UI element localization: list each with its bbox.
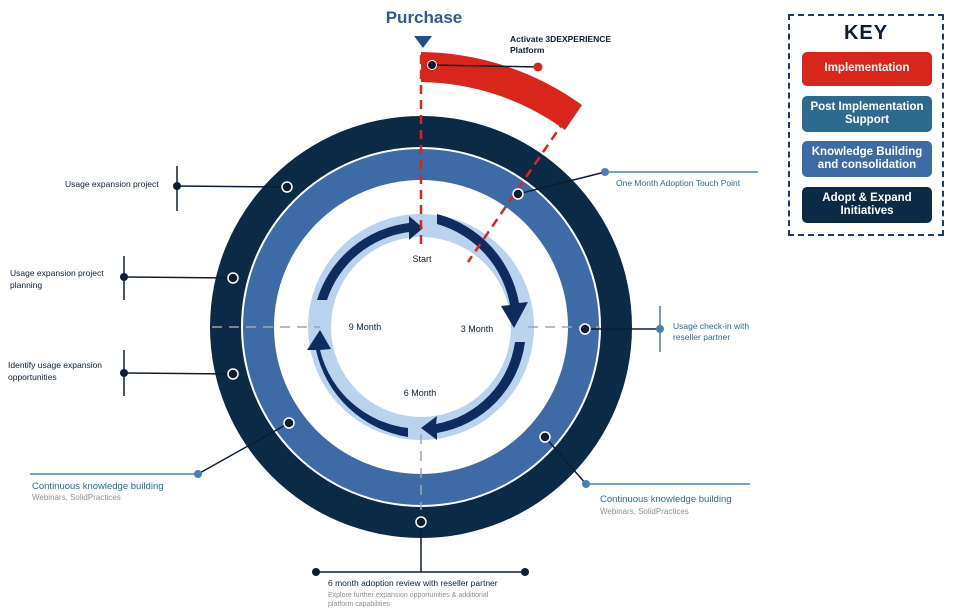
arrow-3month-to-6month — [421, 342, 525, 440]
one-month-label: One Month Adoption Touch Point — [616, 178, 741, 188]
usage-expansion-project-label: Usage expansion project — [65, 179, 159, 189]
ckb-right-title: Continuous knowledge building — [600, 494, 732, 505]
identify-label: Identify usage expansion opportunities — [8, 360, 104, 382]
callout-ckb-right: Continuous knowledge building Webinars, … — [539, 431, 750, 516]
key-post-implementation: Post Implementation Support — [802, 96, 932, 132]
arrow-6month-to-9month — [307, 330, 408, 437]
key-title: KEY — [843, 22, 889, 44]
arrow-start-to-3month — [437, 214, 528, 328]
arrow-9month-to-start — [317, 216, 423, 300]
callout-identify: Identify usage expansion opportunities — [8, 350, 239, 396]
month-6-label: 6 Month — [404, 388, 437, 398]
ckb-left-sub: Webinars, SolidPractices — [32, 493, 121, 502]
review-title: 6 month adoption review with reseller pa… — [328, 578, 498, 588]
ckb-right-sub: Webinars, SolidPractices — [600, 507, 689, 516]
activate-end-dot — [533, 62, 543, 72]
callout-usage-expansion-project: Usage expansion project — [65, 166, 293, 211]
start-label: Start — [412, 254, 432, 264]
month-9-label: 9 Month — [349, 322, 382, 332]
callout-review: 6 month adoption review with reseller pa… — [312, 516, 529, 608]
review-sub: Explore further expansion opportunities … — [328, 592, 490, 608]
activate-dot — [427, 60, 437, 70]
checkin-label: Usage check-in with reseller partner — [673, 321, 751, 342]
inner-ring-center — [331, 237, 511, 417]
usage-planning-label: Usage expansion project planning — [10, 268, 106, 290]
key-knowledge-building: Knowledge Building and consolidation — [802, 141, 932, 177]
callout-usage-planning: Usage expansion project planning — [10, 256, 239, 300]
implementation-arc — [421, 52, 582, 130]
key-legend: KEY Implementation Post Implementation S… — [788, 14, 944, 236]
ckb-left-title: Continuous knowledge building — [32, 481, 164, 492]
key-adopt-expand: Adopt & Expand Initiatives — [802, 187, 932, 223]
key-implementation: Implementation — [802, 52, 932, 86]
month-3-label: 3 Month — [461, 324, 494, 334]
callout-checkin: Usage check-in with reseller partner — [579, 306, 751, 352]
callout-one-month: One Month Adoption Touch Point — [512, 168, 758, 200]
purchase-title: Purchase — [386, 8, 463, 27]
callout-ckb-left: Continuous knowledge building Webinars, … — [30, 417, 295, 502]
implementation-dashes — [419, 55, 567, 263]
purchase-marker-icon — [414, 36, 432, 48]
activate-label: Activate 3DEXPERIENCE Platform — [510, 34, 613, 55]
cycle-arrows — [307, 214, 528, 440]
